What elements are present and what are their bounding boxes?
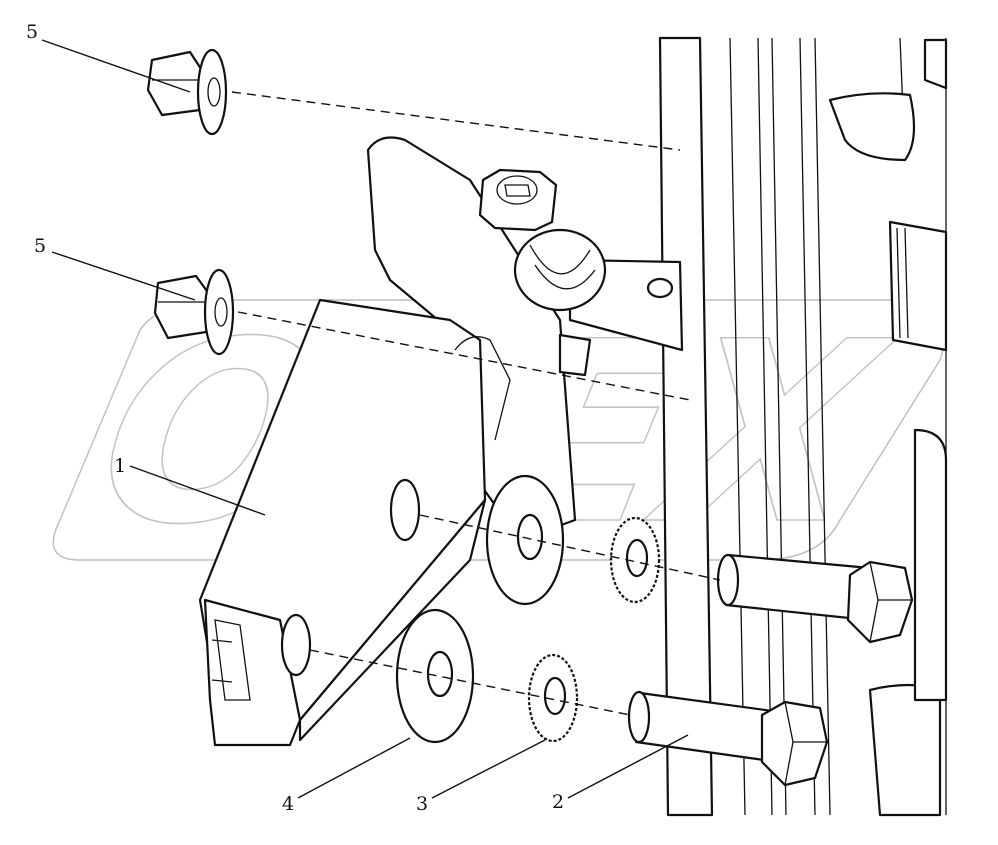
assembly-line-upper-bolt <box>419 514 721 581</box>
assembly-line-lower-bolt <box>309 649 631 716</box>
door-slot <box>913 428 948 702</box>
leader-5-upper <box>41 39 191 93</box>
washer-large-upper <box>485 474 565 606</box>
bracket-hole-lower <box>280 613 312 677</box>
flange-nut-lower-hex <box>153 274 214 340</box>
latch-plate <box>888 220 948 352</box>
callout-2: 2 <box>552 791 564 813</box>
assembly-lines <box>231 91 721 716</box>
door-frame <box>658 36 948 817</box>
hex-bolt-upper-tip <box>716 553 740 607</box>
callout-5-lower: 5 <box>34 235 46 257</box>
lock-washer-upper-hole <box>625 538 649 578</box>
hex-bolt-upper-head <box>846 560 914 644</box>
flange-nut-lower-flange <box>203 268 235 356</box>
lock-washer-upper <box>609 516 661 604</box>
leader-lines <box>41 39 689 799</box>
door-top-bracket <box>923 38 948 90</box>
bracket-hole-upper <box>389 478 421 542</box>
pivot-bolt-head <box>478 168 558 232</box>
bracket-foot <box>203 598 302 747</box>
callout-labels: 5 5 1 4 3 2 <box>26 21 564 815</box>
hex-bolt-upper <box>716 553 914 644</box>
strap-hole <box>646 277 674 299</box>
door-pocket-upper <box>828 92 916 162</box>
door-pocket-lower <box>868 683 942 817</box>
hex-bolt-lower-tip <box>627 690 651 744</box>
leader-4 <box>297 737 411 799</box>
assembly-line-lower-nut <box>237 311 691 401</box>
leader-2 <box>567 734 689 799</box>
assembly-line-upper-nut <box>231 91 681 151</box>
hinge-bracket <box>198 136 577 747</box>
bracket-flange <box>298 498 487 742</box>
callout-1: 1 <box>114 455 126 477</box>
callout-4: 4 <box>282 793 294 815</box>
lock-washer-lower-hole <box>543 676 567 716</box>
hinge-pivot <box>478 168 607 377</box>
hex-bolt-lower-head <box>760 700 829 787</box>
callout-5-upper: 5 <box>26 21 38 43</box>
flange-nut-upper-flange <box>196 48 228 136</box>
pivot-lower-nut <box>558 333 592 377</box>
hex-bolt-lower <box>627 690 829 787</box>
washer-large-upper-hole <box>516 513 544 561</box>
leader-3 <box>431 739 546 799</box>
lock-washer-lower <box>527 653 579 743</box>
leader-5-lower <box>51 251 196 301</box>
pivot-spring <box>513 228 607 312</box>
callout-3: 3 <box>416 793 428 815</box>
flange-nut-upper-hex <box>146 50 207 117</box>
flange-nut-upper <box>146 48 228 136</box>
leader-1 <box>129 465 266 516</box>
